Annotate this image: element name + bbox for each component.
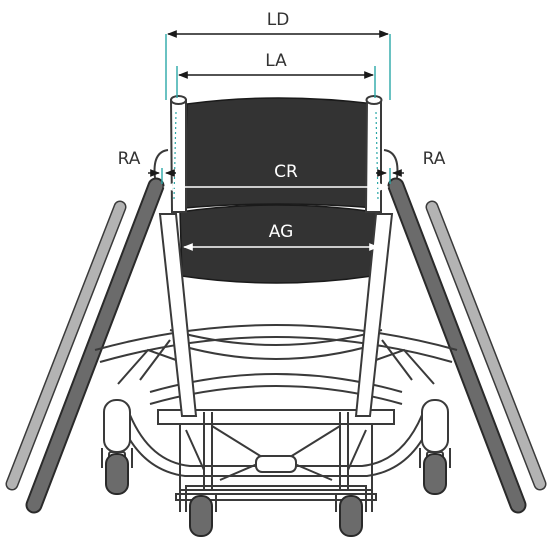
left-front-tube <box>158 213 198 417</box>
front-frame <box>157 409 395 512</box>
ld-label: LD <box>267 10 290 30</box>
right-wheel <box>387 177 527 514</box>
left-backrest-post <box>169 95 187 213</box>
left-front-caster <box>185 494 217 537</box>
left-caster-housing <box>103 399 131 461</box>
ra-left-label: RA <box>118 149 141 169</box>
la-label: LA <box>265 51 287 71</box>
ra-right-label: RA <box>423 149 446 169</box>
right-caster-housing <box>421 399 449 461</box>
cr-label: CR <box>274 162 298 182</box>
left-pushrim <box>5 200 127 491</box>
left-wheel <box>25 177 165 514</box>
right-backrest-post <box>364 95 383 213</box>
right-pushrim <box>425 200 547 491</box>
seat-cushion <box>179 204 377 284</box>
backrest-cushion <box>183 97 377 209</box>
lower-frame <box>94 324 458 477</box>
ag-label: AG <box>269 222 294 242</box>
guide-lines <box>161 34 391 184</box>
left-side-caster <box>101 448 133 495</box>
right-front-tube <box>354 213 394 417</box>
right-front-caster <box>335 494 367 537</box>
right-side-caster <box>419 448 451 495</box>
